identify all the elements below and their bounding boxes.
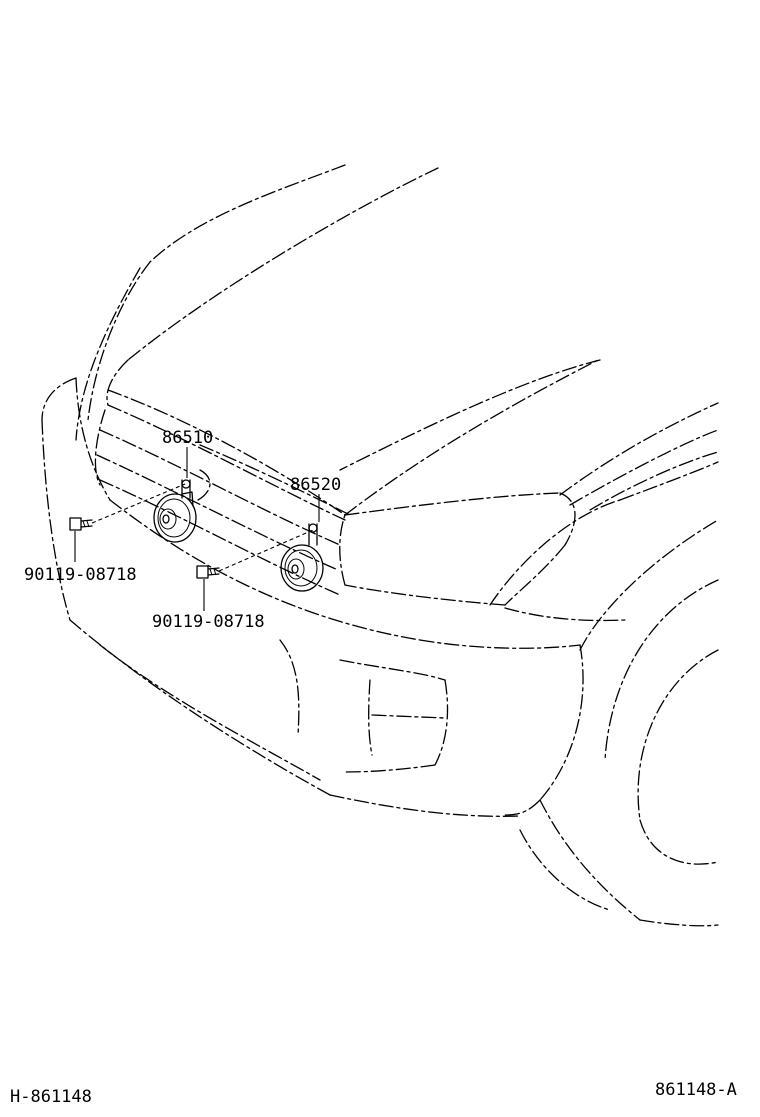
label-86520: 86520 <box>290 475 341 495</box>
bolt-right <box>196 565 220 579</box>
figure-id-right: 861148-A <box>655 1080 737 1100</box>
label-bolt-left: 90119-08718 <box>24 565 137 585</box>
bumper-outline <box>41 377 626 817</box>
label-bolt-right: 90119-08718 <box>152 612 265 632</box>
headlight-outline <box>339 492 576 606</box>
horn-86510 <box>153 479 197 543</box>
fender-outline <box>489 402 719 606</box>
hood-outline <box>75 164 601 516</box>
figure-id-left: H-861148 <box>10 1087 92 1107</box>
bolt-left <box>69 517 93 531</box>
wheel-arch-outline <box>519 519 719 927</box>
alignment-lines <box>91 483 314 572</box>
label-86510: 86510 <box>162 428 213 448</box>
leader-lines <box>74 447 320 611</box>
horn-86520 <box>280 523 324 592</box>
